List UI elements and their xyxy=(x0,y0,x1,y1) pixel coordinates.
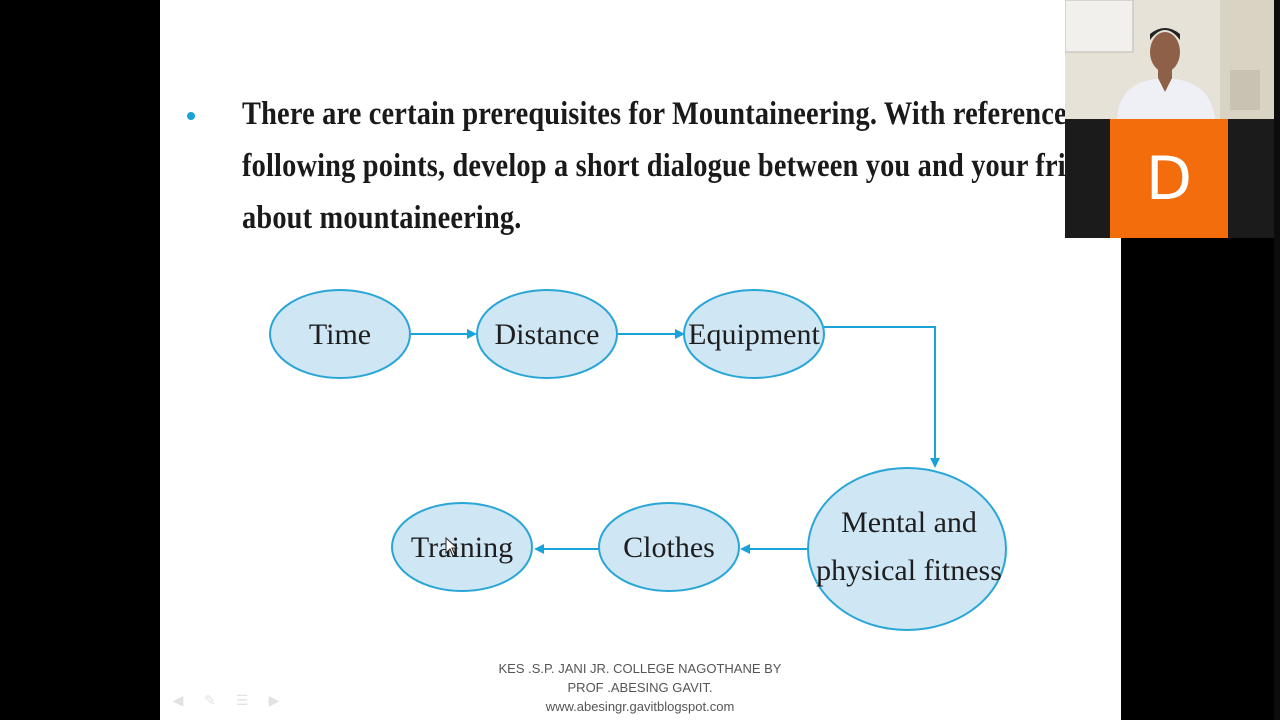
next-slide-icon[interactable]: ▶ xyxy=(268,693,280,709)
video-panel: D xyxy=(1065,0,1276,238)
slide: There are certain prerequisites for Moun… xyxy=(160,0,1121,720)
footer-line-2: PROF .ABESING GAVIT. xyxy=(567,680,713,695)
node-equipment-label: Equipment xyxy=(688,318,820,351)
node-training-label: Training xyxy=(411,531,513,564)
slide-footer: KES .S.P. JANI JR. COLLEGE NAGOTHANE BY … xyxy=(490,659,790,716)
node-mental-physical-fitness: Mental and physical fitness xyxy=(807,467,1007,631)
flow-diagram: Time Distance Equipment Mental and physi… xyxy=(269,289,1007,631)
node-clothes: Clothes xyxy=(598,502,740,592)
node-distance: Distance xyxy=(476,289,618,379)
participant-initial: D xyxy=(1145,143,1193,214)
mouse-cursor-icon xyxy=(445,536,459,557)
menu-icon[interactable]: ☰ xyxy=(235,693,249,709)
participant-tile[interactable]: D xyxy=(1110,119,1228,238)
previous-slide-icon[interactable]: ◀ xyxy=(172,693,184,709)
node-training: Training xyxy=(391,502,533,592)
node-time-label: Time xyxy=(309,318,371,351)
node-equipment: Equipment xyxy=(683,289,825,379)
presenter-video-image xyxy=(1065,0,1276,119)
node-fitness-label-2: physical fitness xyxy=(816,554,1002,587)
arrow-equipment-fitness xyxy=(824,326,940,468)
node-clothes-label: Clothes xyxy=(623,531,715,564)
slide-controls: ◀ ✎ ☰ ▶ xyxy=(168,692,284,710)
question-line-3: about mountaineering. xyxy=(242,200,522,236)
question-line-2: following points, develop a short dialog… xyxy=(242,148,1111,184)
footer-line-1: KES .S.P. JANI JR. COLLEGE NAGOTHANE BY xyxy=(498,661,782,676)
node-time: Time xyxy=(269,289,411,379)
node-distance-label: Distance xyxy=(495,318,600,351)
node-fitness-label-1: Mental and xyxy=(841,506,977,539)
pen-icon[interactable]: ✎ xyxy=(204,693,216,709)
presenter-video xyxy=(1065,0,1276,119)
footer-line-3: www.abesingr.gavitblogspot.com xyxy=(545,699,735,714)
bullet-point xyxy=(187,112,195,120)
question-line-1: There are certain prerequisites for Moun… xyxy=(242,96,1121,132)
screen-edge xyxy=(1274,0,1280,720)
